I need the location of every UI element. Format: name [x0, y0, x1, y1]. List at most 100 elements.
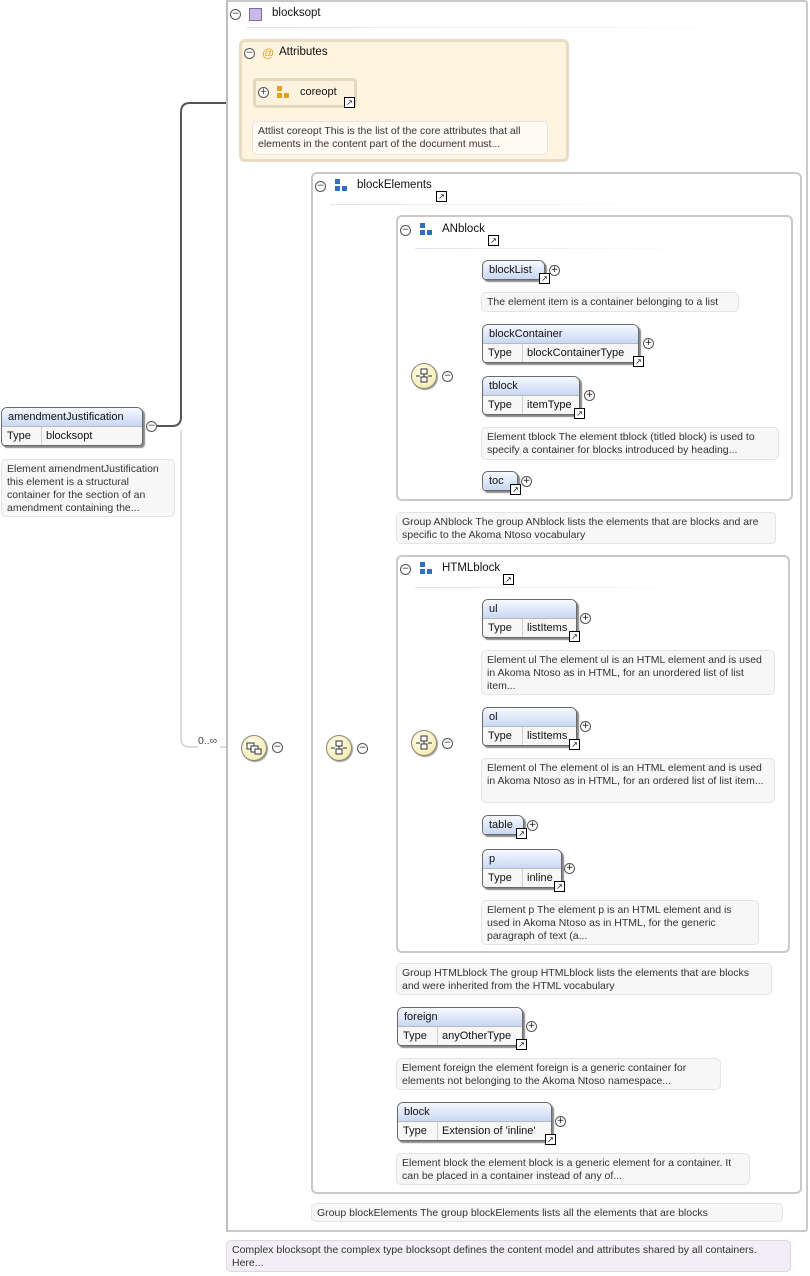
- element-doc: Element ol The element ol is an HTML ele…: [481, 758, 775, 803]
- collapse-icon[interactable]: −: [357, 743, 368, 754]
- element-name: tblock: [483, 377, 579, 395]
- divider: [246, 27, 786, 28]
- group-doc: Group ANblock The group ANblock lists th…: [396, 512, 776, 544]
- collapse-icon[interactable]: −: [230, 9, 241, 20]
- type-label: Type: [488, 622, 512, 634]
- expand-icon[interactable]: +: [258, 87, 269, 98]
- complex-type-title: blocksopt: [272, 7, 321, 19]
- type-value: listItems: [522, 727, 567, 745]
- collapse-icon[interactable]: −: [442, 371, 453, 382]
- expand-icon[interactable]: +: [549, 265, 560, 276]
- link-arrow-icon[interactable]: ↗: [510, 484, 521, 495]
- element-doc: Element block the element block is a gen…: [396, 1153, 750, 1185]
- collapse-icon[interactable]: −: [442, 738, 453, 749]
- group-title: ANblock: [442, 223, 485, 235]
- element-name: p: [483, 850, 561, 868]
- group-HTMLblock: [396, 555, 790, 953]
- link-arrow-icon[interactable]: ↗: [436, 191, 447, 202]
- link-arrow-icon[interactable]: ↗: [569, 739, 580, 750]
- type-value: blocksopt: [41, 427, 92, 445]
- link-arrow-icon[interactable]: ↗: [545, 1134, 556, 1145]
- collapse-icon[interactable]: −: [146, 421, 157, 432]
- attlist-name: coreopt: [300, 86, 337, 98]
- type-label: Type: [403, 1125, 427, 1137]
- type-value: listItems: [522, 619, 567, 637]
- element-name: amendmentJustification: [2, 408, 142, 426]
- collapse-icon[interactable]: −: [244, 48, 255, 59]
- collapse-icon[interactable]: −: [272, 742, 283, 753]
- element-name: foreign: [398, 1008, 522, 1026]
- element-name: toc: [483, 472, 517, 490]
- type-label: Type: [488, 347, 512, 359]
- element-name: table: [483, 816, 523, 834]
- element-table[interactable]: table: [482, 815, 524, 835]
- group-icon: [335, 179, 347, 191]
- attlist-coreopt[interactable]: [253, 78, 357, 108]
- expand-icon[interactable]: +: [643, 338, 654, 349]
- expand-icon[interactable]: +: [564, 863, 575, 874]
- expand-icon[interactable]: +: [580, 721, 591, 732]
- type-label: Type: [488, 730, 512, 742]
- divider: [415, 248, 705, 249]
- link-arrow-icon[interactable]: ↗: [516, 1039, 527, 1050]
- element-blockContainer[interactable]: blockContainer Type blockContainerType: [482, 324, 639, 363]
- choice-compositor[interactable]: [411, 730, 437, 756]
- cardinality: 0..∞: [198, 735, 218, 747]
- element-name: block: [398, 1103, 551, 1121]
- element-name: blockContainer: [483, 325, 638, 343]
- element-name: blockList: [483, 261, 544, 279]
- element-name: ol: [483, 708, 576, 726]
- expand-icon[interactable]: +: [580, 613, 591, 624]
- element-name: ul: [483, 600, 576, 618]
- group-icon: [420, 562, 432, 574]
- collapse-icon[interactable]: −: [400, 564, 411, 575]
- expand-icon[interactable]: +: [555, 1116, 566, 1127]
- type-value: inline: [522, 869, 553, 887]
- group-doc: Group blockElements The group blockEleme…: [311, 1203, 783, 1222]
- sequence-compositor[interactable]: [241, 735, 267, 761]
- expand-icon[interactable]: +: [526, 1021, 537, 1032]
- type-value: anyOtherType: [437, 1027, 511, 1045]
- type-label: Type: [488, 399, 512, 411]
- attlist-icon: [277, 86, 291, 100]
- element-toc[interactable]: toc: [482, 471, 518, 491]
- group-title: blockElements: [357, 179, 432, 191]
- choice-compositor[interactable]: [326, 735, 352, 761]
- element-ol[interactable]: ol Type listItems: [482, 707, 577, 746]
- expand-icon[interactable]: +: [527, 820, 538, 831]
- expand-icon[interactable]: +: [584, 390, 595, 401]
- collapse-icon[interactable]: −: [400, 225, 411, 236]
- link-arrow-icon[interactable]: ↗: [344, 97, 355, 108]
- collapse-icon[interactable]: −: [315, 181, 326, 192]
- expand-icon[interactable]: +: [521, 476, 532, 487]
- element-blockList[interactable]: blockList: [482, 260, 545, 280]
- type-value: Extension of 'inline': [437, 1122, 535, 1140]
- at-icon: @: [262, 46, 275, 60]
- group-icon: [420, 223, 432, 235]
- choice-compositor[interactable]: [411, 363, 437, 389]
- link-arrow-icon[interactable]: ↗: [539, 273, 550, 284]
- attributes-doc: Attlist coreopt This is the list of the …: [252, 121, 548, 155]
- link-arrow-icon[interactable]: ↗: [569, 631, 580, 642]
- element-doc: Element ul The element ul is an HTML ele…: [481, 650, 775, 695]
- element-doc: Element foreign the element foreign is a…: [396, 1058, 721, 1090]
- attributes-title: Attributes: [279, 46, 328, 58]
- link-arrow-icon[interactable]: ↗: [516, 828, 527, 839]
- link-arrow-icon[interactable]: ↗: [554, 881, 565, 892]
- element-doc: Element tblock The element tblock (title…: [481, 427, 779, 460]
- element-block[interactable]: block Type Extension of 'inline': [397, 1102, 552, 1141]
- complex-type-icon: [249, 8, 262, 21]
- type-value: blockContainerType: [522, 344, 624, 362]
- group-title: HTMLblock: [442, 562, 501, 574]
- link-arrow-icon[interactable]: ↗: [488, 235, 499, 246]
- element-ul[interactable]: ul Type listItems: [482, 599, 577, 638]
- element-doc: Element p The element p is an HTML eleme…: [481, 900, 759, 945]
- link-arrow-icon[interactable]: ↗: [503, 574, 514, 585]
- link-arrow-icon[interactable]: ↗: [574, 408, 585, 419]
- element-doc: Element amendmentJustification this elem…: [1, 459, 175, 517]
- link-arrow-icon[interactable]: ↗: [633, 356, 644, 367]
